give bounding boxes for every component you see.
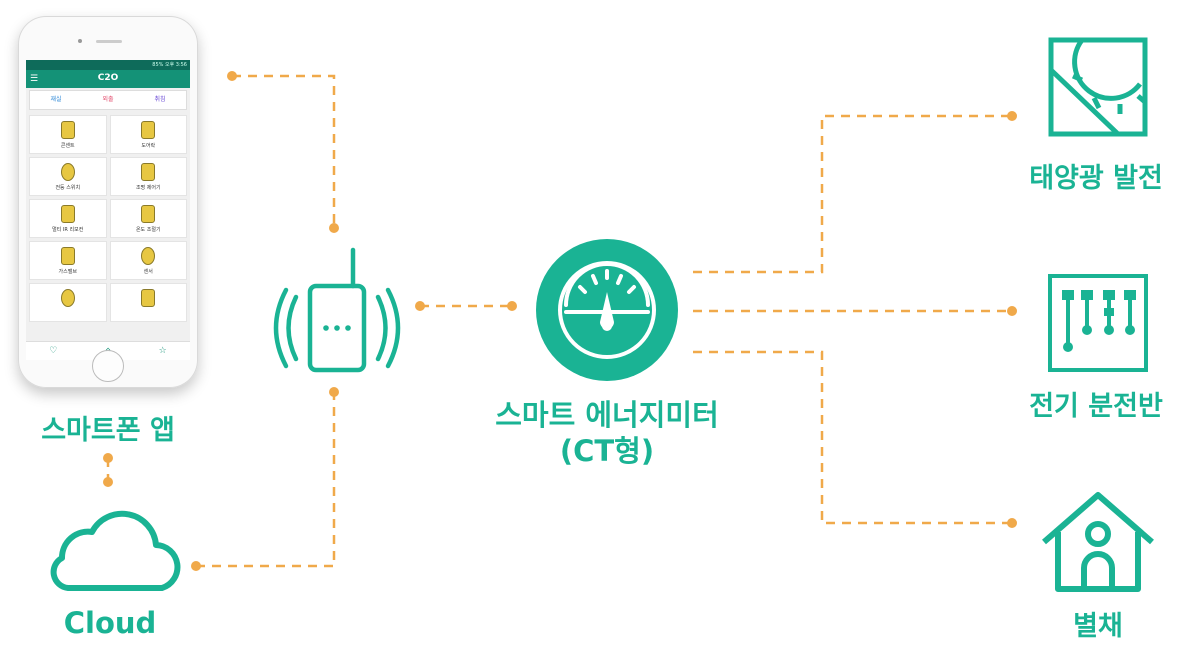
label-annex: 별채: [1073, 611, 1123, 642]
app-logo: C2O: [97, 73, 119, 83]
device-label: 가스밸브: [58, 269, 77, 275]
connector-dot: [507, 301, 517, 311]
device-label: 멀티 IR 리모컨: [52, 227, 84, 233]
distribution-panel-icon: [1048, 274, 1148, 372]
house-icon: [1042, 492, 1154, 592]
device-tile[interactable]: 도어락: [109, 115, 187, 154]
device-label: 콘센트: [60, 143, 75, 149]
connector-cloud-router: [196, 392, 336, 568]
camera-icon: [78, 39, 82, 43]
connector-dot: [227, 71, 237, 81]
solar-panel-icon: [1048, 37, 1148, 137]
connector-meter-annex: [693, 350, 1012, 525]
device-tile[interactable]: 전등 스위치: [29, 157, 107, 196]
light-control-icon: [141, 163, 156, 181]
tab-away[interactable]: 외출: [102, 96, 114, 103]
label-smart-meter: 스마트 에너지미터: [495, 398, 719, 432]
label-solar: 태양광 발전: [1029, 163, 1163, 194]
smartphone-mockup: 85% 오후 3:56 ☰ C2O 재실 외출 취침 콘센트 도어락 전등 스위…: [18, 16, 198, 388]
connector-dot: [415, 301, 425, 311]
device-grid: 콘센트 도어락 전등 스위치 조명 제어기 멀티 IR 리모컨 온도 조절기 가…: [26, 112, 190, 325]
device-tile[interactable]: [29, 283, 107, 322]
tab-sleep[interactable]: 취침: [154, 96, 166, 103]
door-lock-icon: [141, 121, 156, 139]
status-text: 85% 오후 3:56: [152, 62, 187, 68]
cloud-icon: [50, 510, 181, 591]
status-bar: 85% 오후 3:56: [26, 60, 190, 70]
outlet-icon: [60, 121, 75, 139]
mode-tabs: 재실 외출 취침: [29, 90, 187, 110]
label-smart-meter-type: (CT형): [559, 434, 655, 468]
device-tile[interactable]: 센서: [109, 241, 187, 280]
device-label: 온도 조절기: [135, 227, 161, 233]
label-smartphone-app: 스마트폰 앱: [41, 415, 175, 446]
connector-dot: [329, 223, 339, 233]
connector-dot: [1007, 306, 1017, 316]
menu-icon[interactable]: ☰: [30, 74, 39, 84]
gas-valve-icon: [60, 247, 75, 265]
home-button: [92, 350, 124, 382]
connector-dot: [103, 477, 113, 487]
label-panel: 전기 분전반: [1029, 391, 1163, 422]
tab-home[interactable]: 재실: [50, 96, 62, 103]
energy-meter-icon: [536, 239, 678, 381]
sensor-icon: [141, 247, 156, 265]
device-label: 조명 제어기: [135, 185, 161, 191]
connector-dot: [191, 561, 201, 571]
gateway-icon: [273, 247, 401, 373]
star-icon[interactable]: ☆: [158, 346, 167, 356]
speaker-grille: [96, 40, 122, 43]
light-bulb-icon: [60, 163, 75, 181]
connector-phone-router: [232, 74, 336, 228]
device-label: 도어락: [141, 143, 156, 149]
thermostat-icon: [141, 205, 156, 223]
connector-dot: [1007, 111, 1017, 121]
phone-screen: 85% 오후 3:56 ☰ C2O 재실 외출 취침 콘센트 도어락 전등 스위…: [26, 60, 190, 360]
connector-dot: [1007, 518, 1017, 528]
device-tile[interactable]: 가스밸브: [29, 241, 107, 280]
label-cloud: Cloud: [63, 606, 157, 640]
device-tile[interactable]: 조명 제어기: [109, 157, 187, 196]
connector-meter-solar: [693, 114, 1012, 274]
device-label: 센서: [143, 269, 153, 275]
connector-dot: [329, 387, 339, 397]
app-bar: ☰ C2O: [26, 70, 190, 88]
device-tile[interactable]: 콘센트: [29, 115, 107, 154]
connector-dot: [103, 453, 113, 463]
device-tile[interactable]: 멀티 IR 리모컨: [29, 199, 107, 238]
bell-icon[interactable]: ♡: [49, 346, 58, 356]
device-label: 전등 스위치: [55, 185, 81, 191]
device-tile[interactable]: 온도 조절기: [109, 199, 187, 238]
device-icon: [60, 289, 75, 307]
ir-remote-icon: [60, 205, 75, 223]
device-icon: [141, 289, 156, 307]
device-tile[interactable]: [109, 283, 187, 322]
